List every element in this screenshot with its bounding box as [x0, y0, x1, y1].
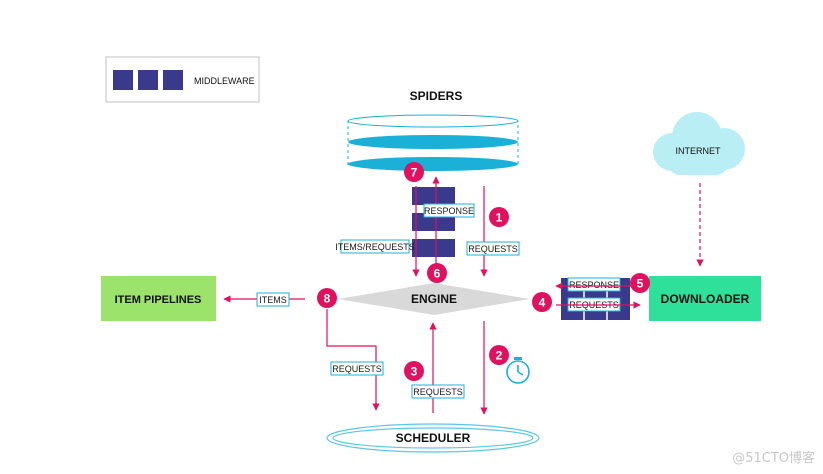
- legend-square-2: [138, 70, 158, 90]
- item-pipelines-box: [101, 276, 216, 321]
- internet-label: INTERNET: [676, 146, 722, 156]
- internet: INTERNET: [653, 112, 745, 175]
- step-badge-5: [630, 273, 650, 293]
- downloader: DOWNLOADER: [649, 276, 761, 321]
- engine-label: ENGINE: [411, 292, 457, 306]
- item-pipelines: ITEM PIPELINES: [101, 276, 216, 321]
- scheduler-label: SCHEDULER: [396, 431, 471, 445]
- items-tag: ITEMS: [259, 295, 287, 305]
- step-badge-8: [317, 288, 337, 308]
- scheduler: SCHEDULER: [326, 423, 540, 453]
- requests-tag-1: REQUESTS: [468, 244, 518, 254]
- legend: MIDDLEWARE: [105, 56, 260, 103]
- spiders-title: SPIDERS: [410, 89, 463, 103]
- downloader-box: [649, 276, 761, 321]
- step-badges: 1 2 3 4 5 6 7 8: [317, 162, 650, 381]
- step-number-1: 1: [496, 211, 503, 225]
- downloader-middleware: RESPONSE REQUESTS: [561, 277, 630, 320]
- step-number-3: 3: [411, 365, 418, 379]
- requests-tag-3-box: [411, 384, 465, 399]
- downloader-label: DOWNLOADER: [661, 292, 750, 306]
- engine: ENGINE: [338, 283, 530, 315]
- items-requests-tag-box: [340, 239, 410, 254]
- requests-tag-8: REQUESTS: [332, 364, 382, 374]
- spider-middleware: [412, 187, 455, 257]
- cloud-base: [668, 148, 728, 175]
- step-badge-6: [427, 263, 447, 283]
- requests-tag-3: REQUESTS: [413, 387, 463, 397]
- response-tag-5-box: [567, 277, 621, 292]
- spiders-middle-disk: [348, 135, 518, 149]
- arrow-requests-to-scheduler: [326, 309, 380, 411]
- timer-icon: [506, 357, 530, 384]
- step-badge-4: [532, 292, 552, 312]
- timer-button: [514, 357, 522, 360]
- step-badge-3: [404, 361, 424, 381]
- step-number-6: 6: [434, 267, 441, 281]
- step-number-2: 2: [496, 349, 503, 363]
- step-number-4: 4: [539, 296, 546, 310]
- spider-middleware-block-1: [412, 187, 455, 205]
- scheduler-inner-ring: [332, 427, 534, 449]
- flow-tags: RESPONSE ITEMS/REQUESTS REQUESTS ITEMS R…: [256, 203, 520, 399]
- response-tag-6: RESPONSE: [424, 206, 474, 216]
- step-number-7: 7: [411, 166, 418, 180]
- engine-shape: [338, 283, 530, 315]
- items-tag-box: [256, 292, 290, 307]
- watermark: @51CTO博客: [732, 450, 815, 466]
- legend-label: MIDDLEWARE: [194, 76, 255, 86]
- flow-arrows: [223, 176, 641, 415]
- spiders-bottom-disk: [348, 157, 518, 171]
- step-badge-7: [404, 162, 424, 182]
- step-badge-1: [489, 207, 509, 227]
- step-number-8: 8: [324, 292, 331, 306]
- requests-tag-1-box: [466, 241, 520, 256]
- legend-square-3: [163, 70, 183, 90]
- legend-square-1: [113, 70, 133, 90]
- requests-tag-8-box: [330, 361, 384, 376]
- step-number-5: 5: [637, 277, 644, 291]
- spider-middleware-block-3: [412, 239, 455, 257]
- response-tag-5: RESPONSE: [569, 280, 619, 290]
- item-pipelines-label: ITEM PIPELINES: [115, 294, 202, 306]
- items-requests-tag: ITEMS/REQUESTS: [335, 242, 415, 252]
- spiders-top-disk: [347, 114, 519, 128]
- timer-hand-2: [517, 371, 524, 376]
- step-badge-2: [489, 345, 509, 365]
- response-tag-6-box: [423, 203, 475, 218]
- spiders: SPIDERS: [347, 89, 519, 171]
